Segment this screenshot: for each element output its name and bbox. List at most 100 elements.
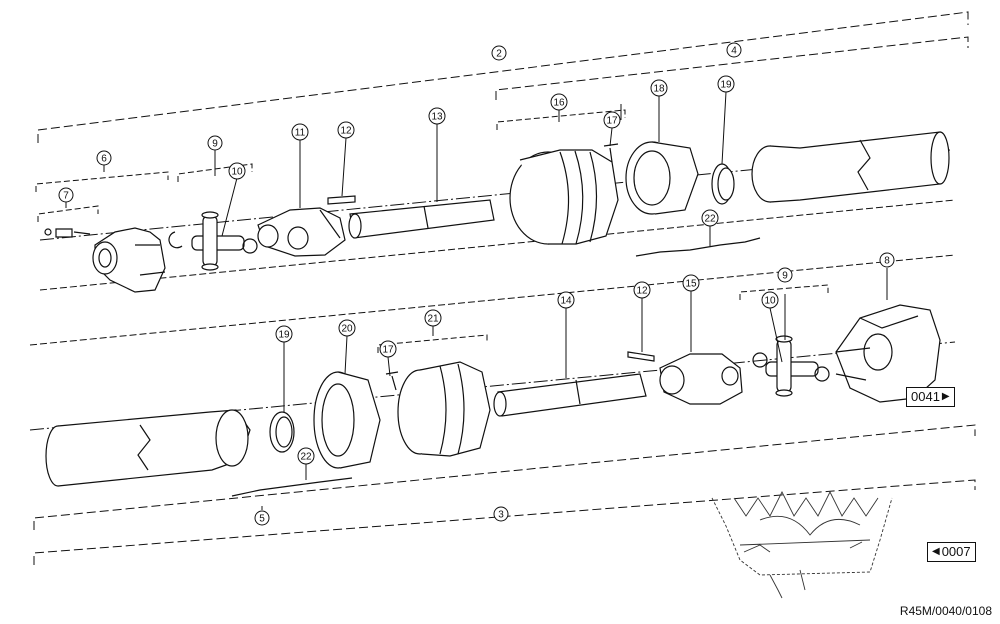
callout-label: 5 — [259, 514, 265, 525]
screw-part-17a — [603, 143, 619, 163]
callout-21: 21 — [424, 309, 442, 327]
callout-label: 20 — [341, 324, 353, 335]
callout-12b: 12 — [633, 281, 651, 299]
spring-pin-part-12a — [327, 195, 356, 205]
next-page-link[interactable]: 0041 ▶ — [906, 387, 955, 407]
bracket-16 — [496, 109, 626, 130]
spring-pin-part-12b — [627, 351, 655, 362]
callout-11: 11 — [291, 123, 309, 141]
callout-3: 3 — [493, 506, 509, 522]
callout-label: 13 — [431, 112, 443, 123]
cross-journal-part-10 — [191, 211, 245, 271]
callout-label: 22 — [704, 214, 716, 225]
callout-label: 9 — [212, 139, 218, 150]
outer-tube-part-4 — [751, 131, 950, 203]
callout-label: 19 — [278, 330, 290, 341]
callout-22b: 22 — [297, 447, 315, 465]
callout-label: 14 — [560, 296, 572, 307]
screw-part-17b — [385, 371, 399, 391]
callout-19a: 19 — [717, 75, 735, 93]
bracket-21 — [377, 334, 488, 353]
callout-label: 4 — [731, 46, 737, 57]
callout-label: 3 — [498, 510, 504, 521]
bracket-6 — [35, 171, 169, 192]
outer-tube-lower — [45, 409, 251, 487]
callout-label: 8 — [884, 256, 890, 267]
callout-16: 16 — [550, 93, 568, 111]
callout-label: 10 — [231, 167, 243, 178]
callout-label: 10 — [764, 296, 776, 307]
callout-2: 2 — [491, 45, 507, 61]
previous-page-link[interactable]: ◀ 0007 — [927, 542, 976, 562]
callout-label: 17 — [606, 116, 618, 127]
bearing-ring-part-19a — [711, 163, 735, 205]
bearing-ring-part-19b — [269, 411, 295, 453]
left-triangle-icon: ◀ — [932, 546, 940, 557]
bearing-housing-part-18 — [625, 141, 699, 215]
location-thumbnail — [711, 490, 893, 599]
callout-label: 11 — [295, 128, 306, 139]
callout-label: 12 — [636, 286, 648, 297]
circlip-lower-a — [752, 352, 768, 368]
dashed-boundary-lower — [29, 254, 956, 346]
callout-7: 7 — [58, 187, 74, 203]
yoke-part-6 — [92, 227, 166, 293]
callout-19b: 19 — [275, 325, 293, 343]
bracket-7 — [37, 205, 99, 222]
callout-5: 5 — [254, 510, 270, 526]
cross-journal-part-10b — [765, 335, 819, 397]
bracket-assembly-5 — [33, 479, 976, 565]
callout-label: 18 — [653, 84, 665, 95]
callout-label: 17 — [382, 345, 394, 356]
protection-bellows-part-16 — [509, 149, 619, 245]
leader-line — [65, 91, 888, 510]
bracket-assembly-3 — [33, 424, 976, 530]
inner-yoke-part-15 — [659, 353, 743, 405]
bracket-assembly-2 — [37, 11, 969, 143]
callout-14: 14 — [557, 291, 575, 309]
centerline-upper — [39, 149, 951, 241]
protection-bellows-part-21 — [397, 361, 491, 457]
callout-label: 7 — [63, 191, 69, 202]
callout-label: 6 — [101, 154, 107, 165]
callout-label: 19 — [720, 80, 732, 91]
callout-9b: 9 — [777, 267, 793, 283]
callout-label: 22 — [300, 452, 312, 463]
safety-chain-part-22b — [231, 477, 353, 497]
inner-tube-part-14 — [493, 373, 647, 417]
callout-10a: 10 — [228, 162, 246, 180]
safety-chain-part-22a — [635, 237, 761, 257]
callout-4: 4 — [726, 42, 742, 58]
callout-label: 21 — [427, 314, 439, 325]
callout-13: 13 — [428, 107, 446, 125]
previous-page-label: 0007 — [941, 544, 971, 559]
bearing-housing-part-20 — [313, 371, 381, 469]
callout-label: 2 — [496, 49, 502, 60]
callout-6: 6 — [96, 150, 112, 166]
circlip-lower-b — [814, 366, 830, 382]
callout-22a: 22 — [701, 209, 719, 227]
right-triangle-icon: ▶ — [941, 391, 950, 402]
callout-10b: 10 — [761, 291, 779, 309]
dashed-boundary-upper — [39, 199, 956, 291]
callout-label: 16 — [553, 98, 565, 109]
callout-8: 8 — [879, 252, 895, 268]
callout-18: 18 — [650, 79, 668, 97]
callout-label: 9 — [782, 271, 788, 282]
bracket-9b — [739, 284, 829, 300]
bracket-assembly-4 — [495, 36, 969, 100]
callout-9a: 9 — [207, 135, 223, 151]
inner-tube-part-13 — [348, 199, 495, 239]
inner-yoke-part-11 — [257, 207, 346, 257]
next-page-label: 0041 — [911, 389, 940, 404]
circlip-part — [168, 231, 183, 249]
callout-label: 12 — [340, 126, 352, 137]
drawing-reference: R45M/0040/0108 — [899, 604, 992, 618]
outer-yoke-part-8 — [835, 304, 941, 403]
callout-17a: 17 — [603, 111, 621, 129]
grease-nipple-part — [44, 228, 91, 238]
callout-12a: 12 — [337, 121, 355, 139]
callout-15: 15 — [682, 274, 700, 292]
callout-17b: 17 — [379, 340, 397, 358]
